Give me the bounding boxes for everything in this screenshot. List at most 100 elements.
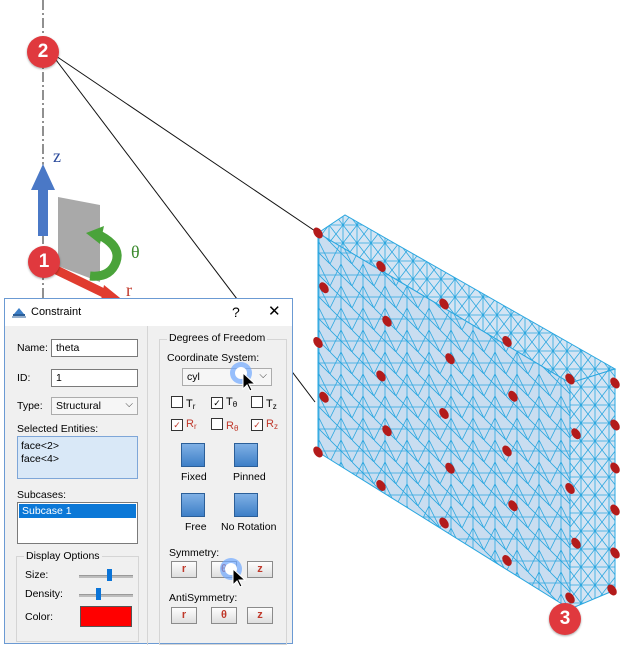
leader-line: [49, 51, 319, 234]
constraint-marker: [439, 408, 449, 419]
help-button[interactable]: ?: [232, 304, 240, 320]
symmetry-z-button[interactable]: z: [247, 561, 273, 578]
constraint-marker: [313, 337, 323, 348]
dof-sub: z: [273, 422, 278, 431]
type-label: Type:: [17, 400, 43, 412]
dialog-titlebar[interactable]: Constraint ? ✕: [5, 299, 292, 326]
dof-sub: θ: [233, 424, 239, 433]
pinned-label: Pinned: [233, 471, 266, 483]
size-slider-thumb[interactable]: [106, 569, 112, 581]
fixed-label: Fixed: [181, 471, 207, 483]
close-button[interactable]: ✕: [268, 303, 281, 320]
no-rotation-button[interactable]: [234, 493, 258, 517]
dof-label: Degrees of Freedom: [167, 332, 268, 344]
dof-sub: r: [193, 422, 197, 431]
checkbox[interactable]: ✓: [251, 419, 263, 431]
constraint-marker: [313, 227, 323, 239]
chevron-down-icon: ⌵: [125, 399, 133, 410]
name-field[interactable]: theta: [51, 339, 138, 357]
constraint-marker: [610, 504, 620, 516]
fixed-button[interactable]: [181, 443, 205, 467]
constraint-marker: [607, 584, 617, 596]
id-label: ID:: [17, 372, 31, 384]
antisymmetry-label: AntiSymmetry:: [169, 592, 238, 604]
r-arrow-shaft: [46, 261, 112, 301]
symmetry-r-button[interactable]: r: [171, 561, 197, 578]
constraint-marker: [571, 428, 581, 440]
click-cursor-icon: [220, 558, 247, 588]
symmetry-label: Symmetry:: [169, 547, 220, 559]
constraint-marker: [502, 555, 512, 566]
selected-entities-label: Selected Entities:: [17, 423, 99, 435]
dof-check-tz[interactable]: Tz: [251, 396, 277, 411]
z-arrow-shaft: [38, 186, 48, 236]
dof-sym: R: [266, 418, 274, 430]
checkbox[interactable]: [211, 418, 223, 430]
subcases-list[interactable]: Subcase 1: [17, 502, 138, 544]
constraint-marker: [439, 298, 449, 310]
constraint-marker: [382, 425, 392, 437]
dof-sym: R: [226, 420, 234, 432]
constraint-marker: [610, 547, 620, 559]
dof-sym: R: [186, 418, 194, 430]
click-cursor-icon: [230, 362, 257, 392]
list-item[interactable]: face<4>: [21, 453, 59, 465]
constraint-marker: [445, 462, 455, 474]
antisymmetry-theta-button[interactable]: θ: [211, 607, 237, 624]
z-axis-label: z: [53, 146, 61, 166]
constraint-marker: [610, 419, 620, 431]
coord-system-value: cyl: [187, 371, 200, 383]
type-select[interactable]: Structural ⌵: [51, 397, 138, 415]
constraint-marker: [439, 517, 449, 529]
antisymmetry-z-button[interactable]: z: [247, 607, 273, 624]
density-slider-thumb[interactable]: [95, 588, 101, 600]
constraint-marker: [445, 353, 455, 365]
free-label: Free: [185, 521, 207, 533]
dof-check-rtheta[interactable]: Rθ: [211, 418, 238, 433]
color-label: Color:: [25, 611, 54, 623]
constraint-marker: [565, 483, 575, 494]
size-slider[interactable]: [79, 575, 133, 578]
checkbox[interactable]: ✓: [211, 397, 223, 409]
antisymmetry-r-button[interactable]: r: [171, 607, 197, 624]
dof-check-rz[interactable]: ✓Rz: [251, 418, 278, 431]
checkbox[interactable]: [171, 396, 183, 408]
checkbox[interactable]: [251, 396, 263, 408]
constraint-marker: [319, 391, 329, 403]
dof-check-rr[interactable]: ✓Rr: [171, 418, 197, 431]
local-plane: [58, 197, 100, 282]
constraint-marker: [508, 390, 518, 402]
constraint-marker: [376, 480, 386, 491]
constraint-marker: [319, 282, 329, 294]
selected-entities-list[interactable]: face<2> face<4>: [17, 436, 138, 479]
density-slider[interactable]: [79, 594, 133, 597]
dof-sub: θ: [232, 400, 238, 409]
column-divider: [147, 326, 148, 645]
r-axis-label: r: [126, 280, 132, 300]
callout-3: 3: [549, 603, 581, 635]
list-item[interactable]: face<2>: [21, 440, 59, 452]
pinned-button[interactable]: [234, 443, 258, 467]
color-swatch[interactable]: [80, 606, 132, 627]
constraint-marker: [508, 500, 518, 512]
dof-check-tr[interactable]: Tr: [171, 396, 195, 411]
id-field[interactable]: 1: [51, 369, 138, 387]
display-options-label: Display Options: [24, 550, 102, 562]
dof-sym: T: [186, 398, 193, 410]
callout-1: 1: [28, 246, 60, 278]
name-label: Name:: [17, 342, 48, 354]
dof-sym: T: [266, 398, 273, 410]
density-label: Density:: [25, 588, 63, 600]
checkbox[interactable]: ✓: [171, 419, 183, 431]
subcases-label: Subcases:: [17, 489, 67, 501]
theta-arrow: [89, 228, 122, 281]
dof-sym: T: [226, 396, 233, 408]
list-item[interactable]: Subcase 1: [19, 504, 136, 518]
free-button[interactable]: [181, 493, 205, 517]
dof-check-ttheta[interactable]: ✓Tθ: [211, 396, 237, 409]
coord-system-label: Coordinate System:: [167, 352, 260, 364]
theta-axis-label: θ: [131, 242, 140, 262]
constraint-markers: [313, 227, 620, 604]
constraint-marker: [382, 315, 392, 327]
